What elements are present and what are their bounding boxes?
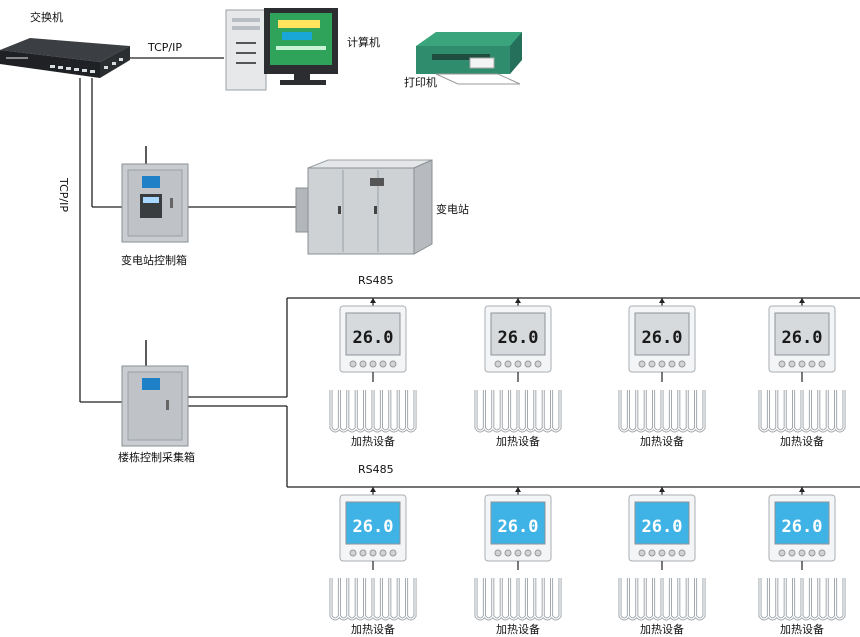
thermostat-display: 26.0 xyxy=(353,517,394,537)
computer-label: 计算机 xyxy=(347,35,380,49)
heating-device-label: 加热设备 xyxy=(351,434,395,448)
heating-device-label: 加热设备 xyxy=(780,622,824,636)
arrow-up-icon xyxy=(659,298,665,303)
device-column: 26.0 加热设备 xyxy=(329,298,417,448)
printer-label: 打印机 xyxy=(404,75,437,89)
device-column: 26.0 加热设备 xyxy=(618,487,706,636)
thermostat-display: 26.0 xyxy=(353,328,394,348)
collector-box-label: 楼栋控制采集箱 xyxy=(118,450,195,464)
control-box-icon xyxy=(121,146,189,243)
thermostat-icon: 26.0 xyxy=(339,305,407,373)
thermostat-icon: 26.0 xyxy=(768,305,836,373)
thermostat-icon: 26.0 xyxy=(628,305,696,373)
device-column: 26.0 加热设备 xyxy=(758,298,846,448)
thermostat-icon: 26.0 xyxy=(484,494,552,562)
arrow-up-icon xyxy=(370,298,376,303)
switch-label: 交换机 xyxy=(30,10,63,24)
network-switch-icon xyxy=(0,38,130,78)
thermostat-display: 26.0 xyxy=(642,328,683,348)
substation-label: 变电站 xyxy=(436,202,469,216)
arrow-up-icon xyxy=(515,298,521,303)
thermostat-icon: 26.0 xyxy=(628,494,696,562)
thermostat-display: 26.0 xyxy=(498,517,539,537)
arrow-up-icon xyxy=(659,487,665,492)
printer-icon xyxy=(416,32,522,85)
device-column: 26.0 加热设备 xyxy=(474,487,562,636)
thermostat-rows: 26.0 加热设备 26.0 加热设备 26.0 加热设备 26.0 加热设备 26.0 加热设备… xyxy=(329,298,846,636)
thermostat-display: 26.0 xyxy=(498,328,539,348)
arrow-up-icon xyxy=(799,487,805,492)
thermostat-display: 26.0 xyxy=(782,328,823,348)
rs485-label-1: RS485 xyxy=(358,274,394,287)
rs485-label-2: RS485 xyxy=(358,463,394,476)
substation-cabinet-icon xyxy=(295,159,433,255)
device-column: 26.0 加热设备 xyxy=(618,298,706,448)
heating-device-label: 加热设备 xyxy=(640,622,684,636)
tcp-ip-label-side: TCP/IP xyxy=(57,177,70,212)
arrow-up-icon xyxy=(370,487,376,492)
arrow-up-icon xyxy=(515,487,521,492)
collector-box-icon xyxy=(121,340,189,447)
heating-device-label: 加热设备 xyxy=(496,434,540,448)
thermostat-icon: 26.0 xyxy=(768,494,836,562)
connection-lines xyxy=(79,57,860,488)
heating-device-label: 加热设备 xyxy=(351,622,395,636)
heating-device-label: 加热设备 xyxy=(496,622,540,636)
tcp-ip-label-top: TCP/IP xyxy=(147,41,182,54)
device-column: 26.0 加热设备 xyxy=(474,298,562,448)
thermostat-display: 26.0 xyxy=(642,517,683,537)
arrow-up-icon xyxy=(799,298,805,303)
thermostat-icon: 26.0 xyxy=(484,305,552,373)
device-column: 26.0 加热设备 xyxy=(758,487,846,636)
device-column: 26.0 加热设备 xyxy=(329,487,417,636)
substation-box-label: 变电站控制箱 xyxy=(121,253,187,267)
thermostat-icon: 26.0 xyxy=(339,494,407,562)
thermostat-display: 26.0 xyxy=(782,517,823,537)
heating-device-label: 加热设备 xyxy=(780,434,824,448)
heating-device-label: 加热设备 xyxy=(640,434,684,448)
desktop-computer-icon xyxy=(225,8,338,91)
